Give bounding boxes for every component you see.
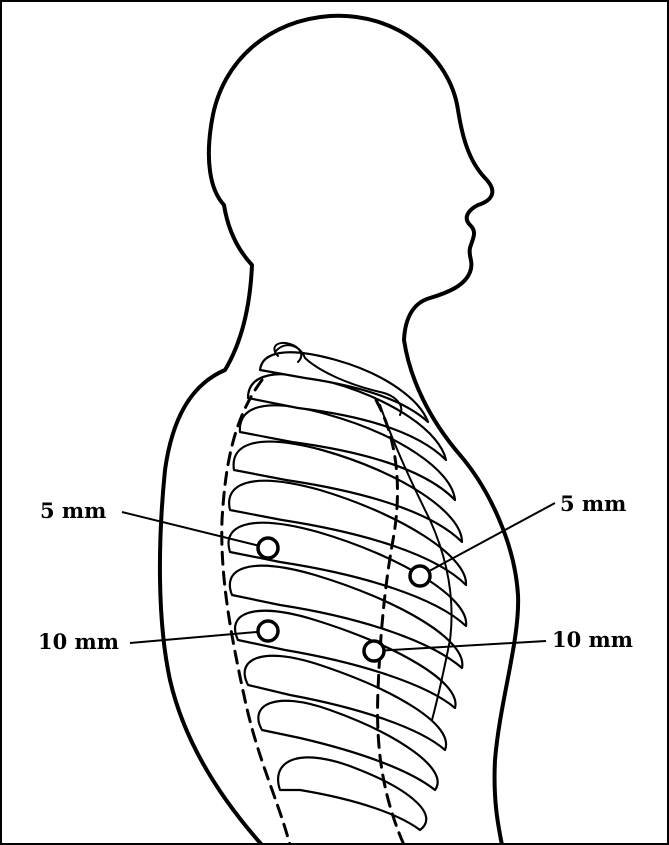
rib-cage bbox=[229, 352, 467, 830]
port-5mm-left bbox=[258, 538, 278, 558]
label-right-lower: 10 mm bbox=[552, 629, 633, 650]
port-10mm-left bbox=[258, 621, 278, 641]
leader-line-right-lower bbox=[374, 641, 546, 651]
port-5mm-right bbox=[410, 566, 430, 586]
port-10mm-right bbox=[364, 641, 384, 661]
label-left-lower: 10 mm bbox=[38, 631, 119, 652]
label-left-upper: 5 mm bbox=[40, 500, 106, 521]
label-right-upper: 5 mm bbox=[560, 493, 626, 514]
